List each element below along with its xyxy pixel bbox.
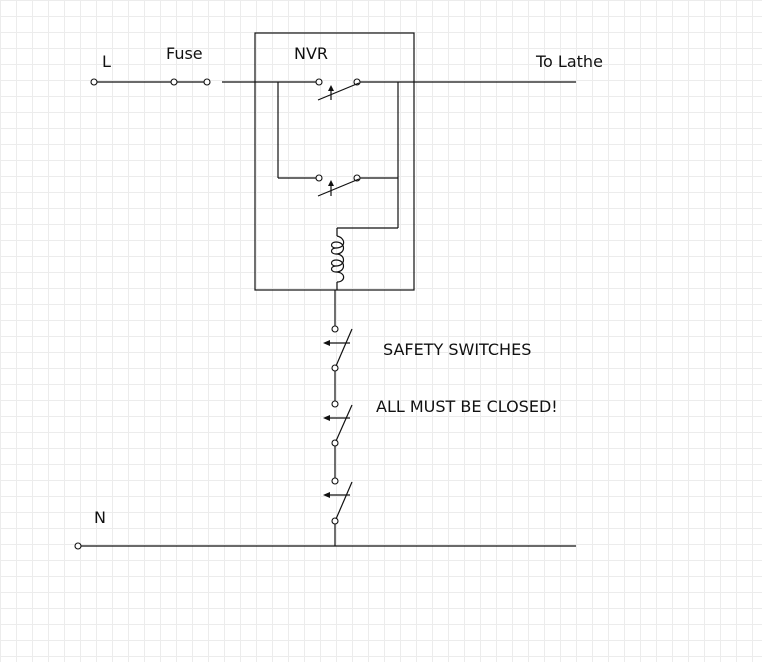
- neutral-terminal: [74, 542, 82, 550]
- fuse-label: Fuse: [166, 44, 203, 63]
- nvr-main-contact: [315, 78, 361, 101]
- nvr-relay-coil-icon: [330, 235, 345, 290]
- neutral-label: N: [94, 508, 106, 527]
- line-terminal: [90, 78, 98, 86]
- to-lathe-label: To Lathe: [535, 52, 603, 71]
- all-closed-label: ALL MUST BE CLOSED!: [376, 397, 558, 416]
- nvr-latch-branch: [277, 82, 399, 236]
- line-label: L: [102, 52, 111, 71]
- nvr-label: NVR: [294, 44, 328, 63]
- nvr-enclosure: [254, 32, 415, 291]
- safety-switch-1: [323, 325, 353, 372]
- fuse-terminal-right: [203, 78, 211, 86]
- safety-switch-3: [323, 477, 353, 525]
- nvr-latch-contact: [315, 174, 361, 197]
- safety-switches-label: SAFETY SWITCHES: [383, 340, 531, 359]
- fuse-terminal-left: [170, 78, 178, 86]
- safety-switch-2: [323, 400, 353, 447]
